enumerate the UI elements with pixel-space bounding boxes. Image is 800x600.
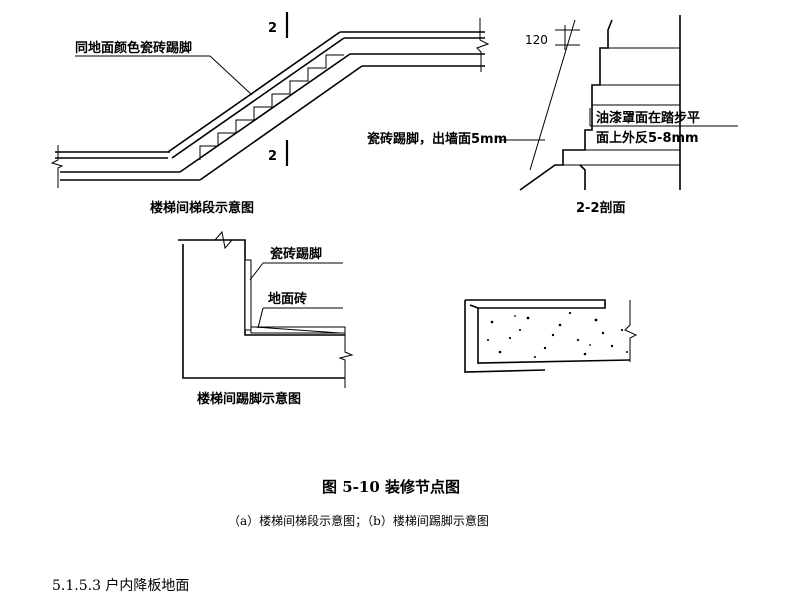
dim-120: 120 <box>525 33 548 47</box>
label-paint-line2: 面上外反5-8mm <box>596 130 699 146</box>
label-tile-skirting: 瓷砖踢脚 <box>270 246 322 262</box>
label-paint-line1: 油漆罩面在踏步平 <box>596 110 700 126</box>
section-heading: 5.1.5.3 户内降板地面 <box>52 577 189 594</box>
label-tile-skirting-offset: 瓷砖踢脚，出墙面5mm <box>367 131 507 147</box>
label-floor-tile: 地面砖 <box>268 291 307 307</box>
concrete-step-detail <box>464 299 638 373</box>
figure-title: 图 5-10 装修节点图 <box>322 478 460 496</box>
section-mark-top: 2 <box>268 21 277 36</box>
caption-stair-flight: 楼梯间梯段示意图 <box>150 200 254 216</box>
caption-section-2-2: 2-2剖面 <box>576 200 626 216</box>
stair-flight-diagram: 同地面颜色瓷砖踢脚 2 2 楼梯间梯段示意图 <box>50 12 490 216</box>
figure-subtitle: （a）楼梯间梯段示意图；（b）楼梯间踢脚示意图 <box>228 513 489 528</box>
section-mark-bottom: 2 <box>268 149 277 164</box>
concrete-speckles <box>487 311 628 358</box>
section-2-2-diagram: 120 瓷砖踢脚，出墙面5mm 油漆罩面在踏步平 面上外反5-8mm 2-2剖面 <box>367 15 738 216</box>
stair-skirting-diagram: 瓷砖踢脚 地面砖 楼梯间踢脚示意图 <box>178 230 354 407</box>
caption-stair-skirting: 楼梯间踢脚示意图 <box>197 391 301 407</box>
label-skirting-same-color: 同地面颜色瓷砖踢脚 <box>75 40 192 56</box>
